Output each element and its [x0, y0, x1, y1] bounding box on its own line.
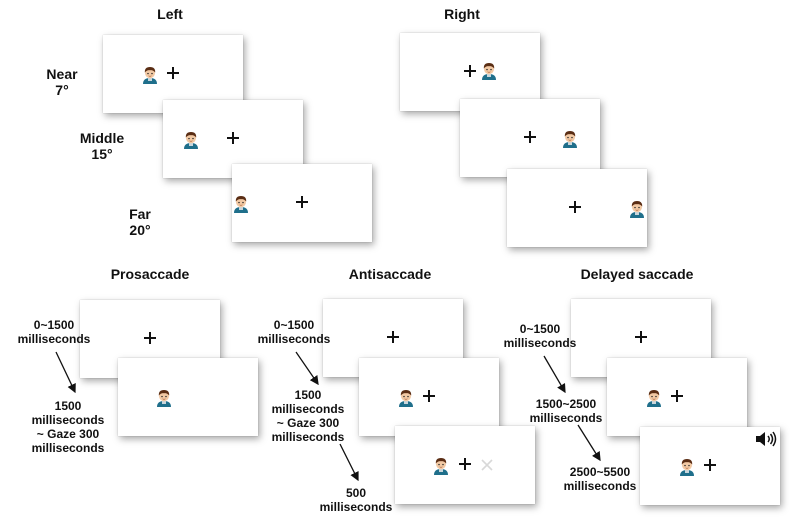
antisaccade-time-2-line-1: 1500 [294, 388, 322, 402]
child-face-icon [141, 65, 159, 85]
fixation-cross-icon [423, 390, 435, 402]
fixation-cross-icon [524, 131, 536, 143]
child-face-icon [182, 130, 200, 150]
right-far-screen [507, 169, 647, 247]
near-angle: 7° [55, 82, 69, 98]
fixation-cross-icon [704, 459, 716, 471]
antisaccade-time-1-unit: milliseconds [257, 332, 331, 346]
delayed-target-screen [607, 358, 747, 436]
near-name: Near [46, 66, 78, 82]
delayed-time-3-unit: milliseconds [563, 479, 637, 493]
antisaccade-target-screen [359, 358, 499, 436]
delayed-arrow-2 [577, 424, 601, 462]
delayed-time-1-unit: milliseconds [503, 336, 577, 350]
child-face-icon [155, 388, 173, 408]
delayed-response-screen [640, 427, 780, 505]
delayed-saccade-title: Delayed saccade [580, 266, 694, 282]
antisaccade-time-2-line-3: ~ Gaze 300 [276, 416, 340, 430]
child-face-icon [628, 199, 646, 219]
delayed-time-1: 0~1500 milliseconds [500, 322, 580, 350]
delayed-arrow-1 [543, 355, 566, 394]
delayed-time-3: 2500~5500 milliseconds [555, 465, 645, 493]
antisaccade-time-3-unit: milliseconds [319, 500, 393, 514]
child-face-icon [678, 457, 696, 477]
fixation-cross-icon [635, 331, 647, 343]
antisaccade-time-2: 1500 milliseconds ~ Gaze 300 millisecond… [258, 388, 358, 444]
fixation-cross-icon [569, 201, 581, 213]
child-face-icon [432, 456, 450, 476]
prosaccade-time-1-value: 0~1500 [33, 318, 75, 332]
child-face-icon [232, 194, 250, 214]
child-face-icon [397, 388, 415, 408]
antisaccade-time-1-value: 0~1500 [273, 318, 315, 332]
antisaccade-time-3-value: 500 [345, 486, 367, 500]
antisaccade-time-2-line-2: milliseconds [271, 402, 345, 416]
antisaccade-time-1: 0~1500 milliseconds [254, 318, 334, 346]
antisaccade-time-3: 500 milliseconds [316, 486, 396, 514]
right-near-screen [400, 33, 540, 111]
antisaccade-response-screen [395, 426, 535, 504]
fixation-cross-icon [671, 390, 683, 402]
right-title: Right [444, 6, 480, 22]
child-face-icon [645, 388, 663, 408]
prosaccade-time-1: 0~1500 milliseconds [14, 318, 94, 346]
delayed-time-2-value: 1500~2500 [535, 397, 597, 411]
fixation-cross-icon [167, 67, 179, 79]
child-face-icon [480, 61, 498, 81]
antisaccade-arrow-2 [339, 443, 359, 482]
fixation-cross-icon [387, 331, 399, 343]
left-far-screen [232, 164, 372, 242]
prosaccade-time-2-line-4: milliseconds [31, 441, 105, 455]
prosaccade-arrow [55, 351, 76, 394]
child-face-icon [561, 129, 579, 149]
prosaccade-time-2-line-2: milliseconds [31, 413, 105, 427]
left-title: Left [157, 6, 183, 22]
speaker-icon [756, 431, 777, 447]
fixation-cross-icon [227, 132, 239, 144]
far-label: Far 20° [118, 206, 162, 238]
far-name: Far [129, 206, 151, 222]
antisaccade-arrow-1 [295, 351, 319, 386]
middle-label: Middle 15° [72, 130, 132, 162]
right-middle-screen [460, 99, 600, 177]
prosaccade-time-2-line-3: ~ Gaze 300 [36, 427, 100, 441]
delayed-time-1-value: 0~1500 [519, 322, 561, 336]
delayed-time-2-unit: milliseconds [529, 411, 603, 425]
fixation-cross-icon [459, 458, 471, 470]
middle-name: Middle [79, 130, 125, 146]
far-angle: 20° [129, 222, 151, 238]
prosaccade-time-2: 1500 milliseconds ~ Gaze 300 millisecond… [18, 399, 118, 455]
faded-x-icon [481, 459, 493, 471]
delayed-time-3-value: 2500~5500 [569, 465, 631, 479]
fixation-cross-icon [296, 196, 308, 208]
antisaccade-time-2-line-4: milliseconds [271, 430, 345, 444]
prosaccade-time-2-line-1: 1500 [54, 399, 82, 413]
prosaccade-target-screen [118, 358, 258, 436]
near-label: Near 7° [40, 66, 84, 98]
fixation-cross-icon [144, 332, 156, 344]
prosaccade-title: Prosaccade [110, 266, 190, 282]
middle-angle: 15° [91, 146, 113, 162]
antisaccade-title: Antisaccade [348, 266, 432, 282]
fixation-cross-icon [464, 65, 476, 77]
prosaccade-time-1-unit: milliseconds [17, 332, 91, 346]
delayed-time-2: 1500~2500 milliseconds [521, 397, 611, 425]
